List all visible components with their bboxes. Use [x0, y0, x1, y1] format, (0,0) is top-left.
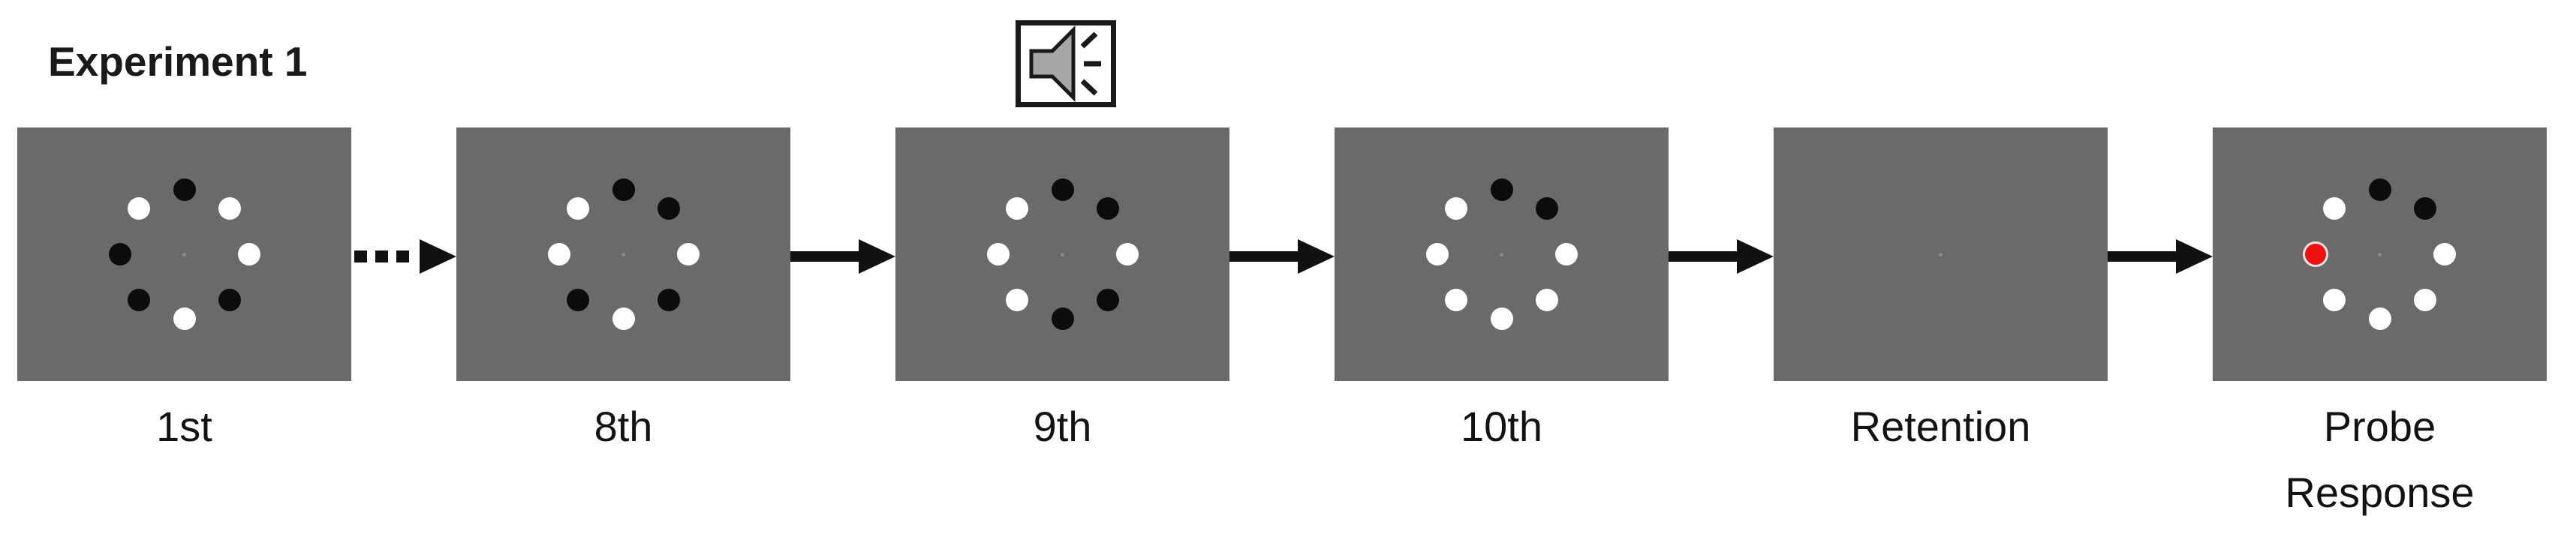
dashed-arrow-icon: [351, 232, 456, 280]
stimulus-dot-white: [2368, 308, 2391, 330]
stimulus-panel-6: [2213, 128, 2547, 381]
stimulus-dot-black: [2414, 197, 2437, 220]
fixation-dot: [1500, 252, 1503, 256]
stimulus-dot-white: [2433, 243, 2456, 266]
panel-label-2: 8th: [594, 403, 653, 450]
stimulus-dot-white: [1115, 243, 1139, 266]
stimulus-dot-white: [127, 197, 150, 220]
stimulus-dot-black: [173, 178, 196, 201]
panel-label-1: 1st: [156, 403, 212, 450]
stimulus-dot-black: [566, 288, 589, 311]
solid-arrow-icon: [2108, 232, 2213, 280]
stimulus-dot-black: [108, 243, 131, 266]
stimulus-dot-black: [1051, 308, 1074, 330]
stimulus-dot-black: [127, 288, 150, 311]
fixation-dot: [1939, 252, 1943, 256]
stimulus-dot-white: [547, 243, 570, 266]
sound-cue-box: [1016, 20, 1116, 107]
stimulus-dot-white: [2322, 288, 2346, 311]
stimulus-dot-white: [2322, 197, 2346, 220]
stimulus-dot-black: [218, 288, 242, 311]
stimulus-dot-white: [237, 243, 260, 266]
stimulus-dot-black: [612, 178, 635, 201]
stimulus-dot-black: [658, 197, 681, 220]
stimulus-dot-black: [1051, 178, 1074, 201]
solid-arrow-icon: [1229, 232, 1335, 280]
stimulus-dot-black: [1490, 178, 1513, 201]
probe-dot-red: [2302, 242, 2328, 267]
stimulus-dot-white: [1005, 197, 1028, 220]
stimulus-panel-4: [1335, 128, 1669, 381]
stimulus-dot-white: [1490, 308, 1513, 330]
stimulus-dot-white: [1444, 288, 1467, 311]
stimulus-dot-white: [676, 243, 700, 266]
stimulus-dot-white: [2414, 288, 2437, 311]
panel-label-4: 10th: [1461, 403, 1542, 450]
figure-title: Experiment 1: [48, 38, 308, 85]
stimulus-panel-2: [456, 128, 790, 381]
stimulus-dot-white: [173, 308, 196, 330]
stimulus-dot-black: [658, 288, 681, 311]
panel-label-6: Probe Response: [2285, 403, 2475, 516]
speaker-icon: [1029, 26, 1101, 102]
fixation-dot: [621, 252, 625, 256]
stimulus-panel-5: [1774, 128, 2108, 381]
stimulus-dot-white: [566, 197, 589, 220]
stimulus-dot-white: [1005, 288, 1028, 311]
fixation-dot: [2378, 252, 2382, 256]
stimulus-dot-black: [1097, 197, 1120, 220]
stimulus-panel-1: [17, 128, 351, 381]
panel-label-5: Retention: [1850, 403, 2031, 450]
fixation-dot: [182, 252, 186, 256]
panel-label-3: 9th: [1033, 403, 1092, 450]
solid-arrow-icon: [1669, 232, 1774, 280]
stimulus-dot-black: [2368, 178, 2391, 201]
stimulus-panel-3: [895, 128, 1229, 381]
stimulus-dot-white: [612, 308, 635, 330]
stimulus-dot-white: [218, 197, 242, 220]
stimulus-dot-black: [1536, 197, 1559, 220]
solid-arrow-icon: [790, 232, 895, 280]
stimulus-dot-white: [1425, 243, 1449, 266]
stimulus-dot-white: [986, 243, 1010, 266]
stimulus-dot-white: [1536, 288, 1559, 311]
stimulus-dot-white: [1444, 197, 1467, 220]
fixation-dot: [1061, 252, 1064, 256]
stimulus-dot-black: [1097, 288, 1120, 311]
stimulus-dot-white: [1554, 243, 1578, 266]
